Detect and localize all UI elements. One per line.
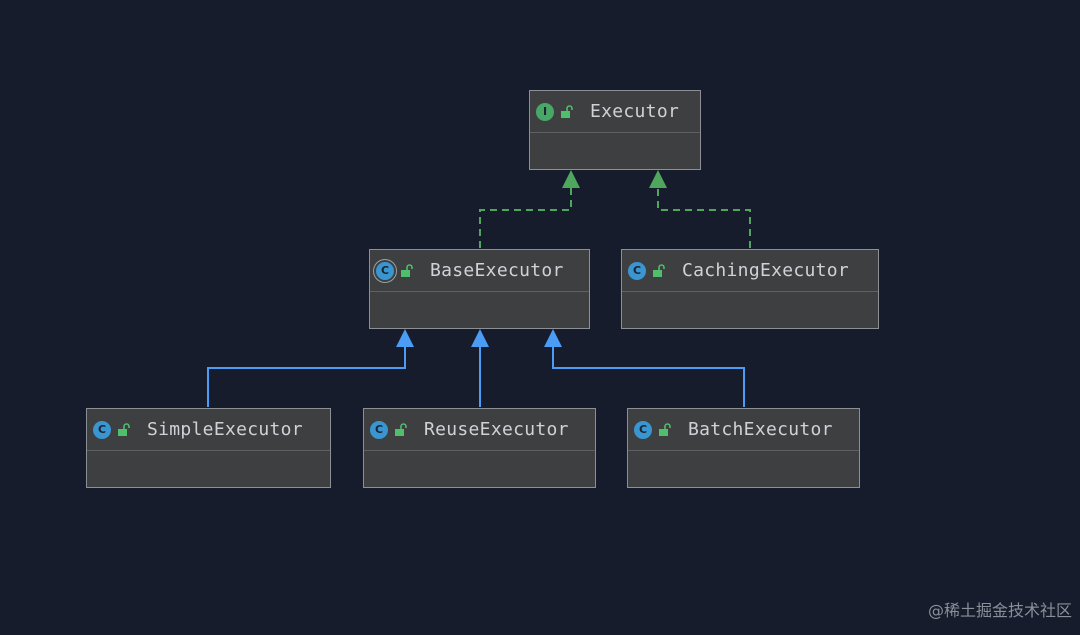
class-icon: C bbox=[370, 420, 388, 439]
node-simpleexecutor-members bbox=[87, 451, 330, 487]
interface-icon: I bbox=[536, 102, 554, 121]
node-executor-members bbox=[530, 133, 700, 169]
node-cachingexecutor-members bbox=[622, 292, 878, 328]
node-batchexecutor[interactable]: C BatchExecutor bbox=[627, 408, 860, 488]
node-executor-header: I Executor bbox=[530, 91, 700, 133]
node-simpleexecutor-header: C SimpleExecutor bbox=[87, 409, 330, 451]
node-baseexecutor-members bbox=[370, 292, 589, 328]
public-lock-icon bbox=[395, 422, 407, 436]
edge-baseexecutor-executor bbox=[479, 187, 572, 248]
node-reuseexecutor-name: ReuseExecutor bbox=[424, 419, 569, 440]
node-cachingexecutor-name: CachingExecutor bbox=[682, 260, 850, 281]
edge-simpleexecutor-baseexecutor bbox=[207, 346, 406, 407]
public-lock-icon bbox=[401, 263, 413, 277]
node-batchexecutor-header: C BatchExecutor bbox=[628, 409, 859, 451]
edge-arrowhead-baseexecutor-executor bbox=[562, 170, 580, 188]
edge-arrowhead-cachingexecutor-executor bbox=[649, 170, 667, 188]
node-baseexecutor-header: C BaseExecutor bbox=[370, 250, 589, 292]
node-executor-name: Executor bbox=[590, 101, 680, 122]
public-lock-icon bbox=[118, 422, 130, 436]
node-baseexecutor[interactable]: C BaseExecutor bbox=[369, 249, 590, 329]
public-lock-icon bbox=[561, 104, 573, 118]
node-simpleexecutor[interactable]: C SimpleExecutor bbox=[86, 408, 331, 488]
node-baseexecutor-name: BaseExecutor bbox=[430, 260, 564, 281]
public-lock-icon bbox=[653, 263, 665, 277]
node-executor[interactable]: I Executor bbox=[529, 90, 701, 170]
node-cachingexecutor-header: C CachingExecutor bbox=[622, 250, 878, 292]
node-reuseexecutor[interactable]: C ReuseExecutor bbox=[363, 408, 596, 488]
edge-cachingexecutor-executor bbox=[657, 187, 751, 248]
node-batchexecutor-members bbox=[628, 451, 859, 487]
edge-arrowhead-reuseexecutor-baseexecutor bbox=[471, 329, 489, 347]
edge-arrowhead-simpleexecutor-baseexecutor bbox=[396, 329, 414, 347]
node-cachingexecutor[interactable]: C CachingExecutor bbox=[621, 249, 879, 329]
node-reuseexecutor-header: C ReuseExecutor bbox=[364, 409, 595, 451]
watermark: @稀土掘金技术社区 bbox=[927, 601, 1072, 620]
class-icon: C bbox=[634, 420, 652, 439]
class-icon: C bbox=[628, 261, 646, 280]
edge-arrowhead-batchexecutor-baseexecutor bbox=[544, 329, 562, 347]
abstract-class-icon: C bbox=[376, 261, 394, 280]
node-simpleexecutor-name: SimpleExecutor bbox=[147, 419, 303, 440]
node-reuseexecutor-members bbox=[364, 451, 595, 487]
public-lock-icon bbox=[659, 422, 671, 436]
class-icon: C bbox=[93, 420, 111, 439]
edge-batchexecutor-baseexecutor bbox=[552, 346, 745, 407]
node-batchexecutor-name: BatchExecutor bbox=[688, 419, 833, 440]
